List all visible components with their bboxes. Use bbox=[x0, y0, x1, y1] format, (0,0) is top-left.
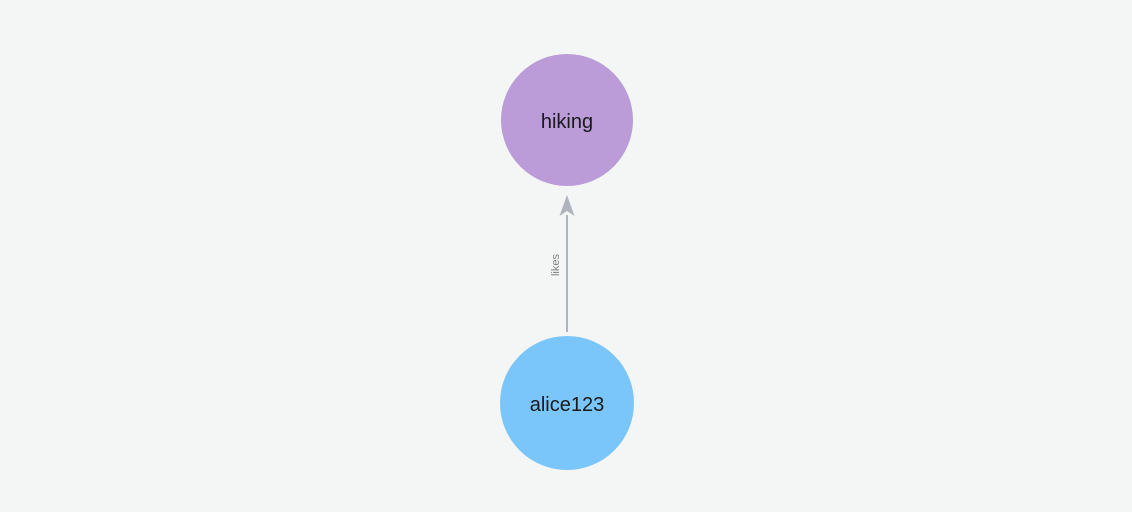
node-alice123-circle[interactable] bbox=[500, 336, 634, 470]
node-alice123[interactable]: alice123 bbox=[500, 336, 634, 470]
edge-alice123-likes-hiking[interactable]: likes bbox=[550, 195, 575, 332]
node-hiking-circle[interactable] bbox=[501, 54, 633, 186]
node-layer: hiking alice123 bbox=[500, 54, 634, 470]
node-hiking-label: hiking bbox=[541, 111, 593, 133]
edge-layer: likes bbox=[550, 195, 575, 332]
node-alice123-label: alice123 bbox=[530, 394, 605, 416]
edge-label-likes: likes bbox=[550, 254, 562, 277]
arrowhead-icon bbox=[559, 195, 575, 216]
node-hiking[interactable]: hiking bbox=[501, 54, 633, 186]
